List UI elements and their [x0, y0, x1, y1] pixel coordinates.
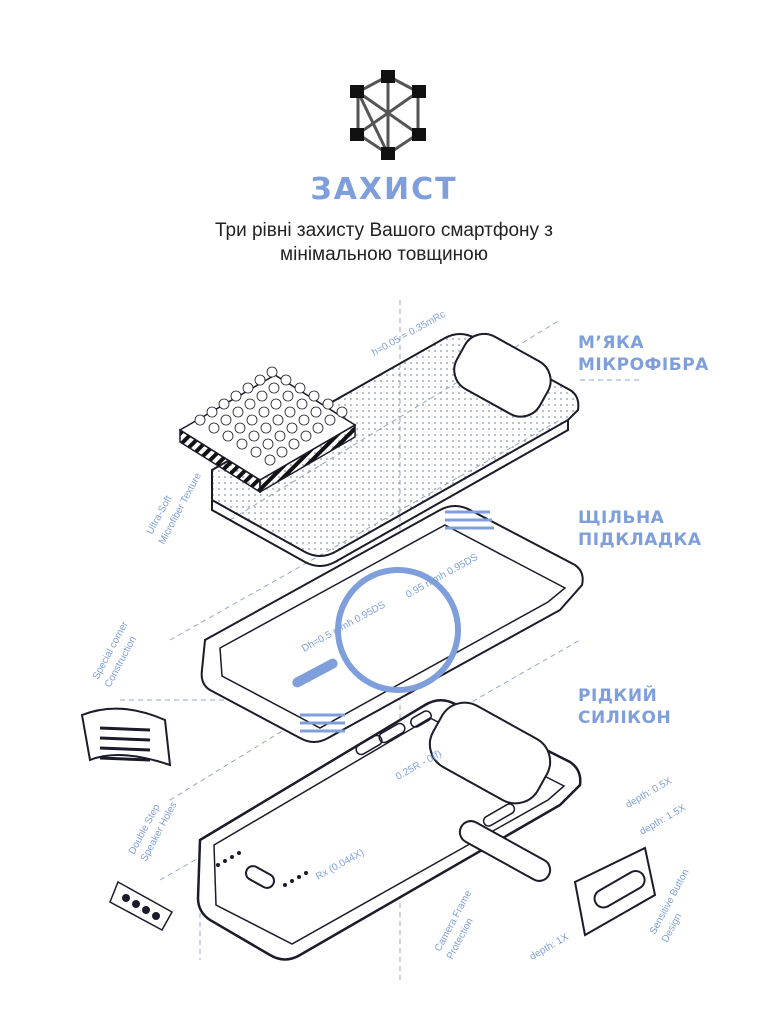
microfiber-layer [178, 332, 580, 567]
subtitle-line-2: мінімальною товщиною [280, 244, 488, 265]
label-silicone: РІДКИЙ СИЛІКОН [578, 685, 671, 729]
depth-label-2: depth: 1.5X [638, 802, 688, 837]
speaker-detail [109, 880, 174, 932]
microfiber-camera-cutout [453, 332, 552, 418]
silicone-camera-cutout [428, 701, 552, 805]
label-microfiber-line1: М’ЯКА [578, 333, 645, 353]
padding-edge-marks [300, 510, 494, 733]
subtitle-line-1: Три рівні захисту Вашого смартфону з [214, 220, 554, 241]
label-microfiber-line2: МІКРОФІБРА [578, 355, 709, 375]
silicone-layer [196, 699, 582, 961]
silicone-buttons [355, 710, 516, 827]
corner-detail [80, 707, 172, 767]
charging-port [245, 865, 275, 889]
label-silicone-line2: СИЛІКОН [578, 708, 672, 728]
label-padding-line1: ЩІЛЬНА [578, 508, 665, 528]
microfiber-fibers-icon [194, 366, 348, 466]
padding-layer [200, 505, 584, 743]
logo-icon [350, 70, 426, 160]
depth-label-3: depth: 1X [528, 932, 571, 963]
label-microfiber: М’ЯКА МІКРОФІБРА [578, 332, 709, 376]
label-padding-line2: ПІДКЛАДКА [578, 530, 702, 550]
page-title: ЗАХИСТ [310, 172, 458, 207]
speaker-holes [216, 851, 308, 887]
depth-label-1: depth: 0.5X [624, 775, 674, 810]
button-detail [573, 846, 657, 937]
magsafe-ring [335, 567, 461, 693]
label-padding: ЩІЛЬНА ПІДКЛАДКА [578, 507, 702, 551]
label-silicone-line1: РІДКИЙ [578, 686, 658, 706]
